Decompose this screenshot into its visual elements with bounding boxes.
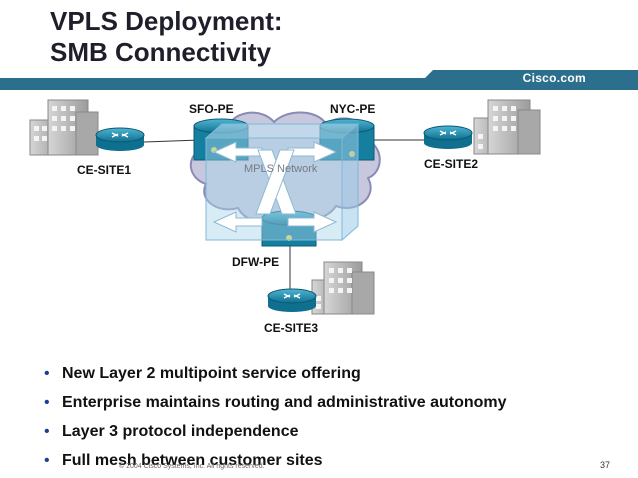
ce-site1-label: CE-SITE1 — [77, 163, 132, 177]
bullet-item: Layer 3 protocol independence — [44, 417, 507, 446]
copyright-footer: © 2004 Cisco Systems, Inc. All rights re… — [119, 463, 265, 470]
bullet-item: New Layer 2 multipoint service offering — [44, 359, 507, 388]
title-line-1: VPLS Deployment: — [50, 6, 283, 36]
vpls-switch-icon — [204, 122, 360, 242]
ce-site3-label: CE-SITE3 — [264, 321, 319, 335]
network-diagram — [29, 99, 541, 315]
building-icon-site3 — [311, 261, 375, 315]
bullet-list: New Layer 2 multipoint service offering … — [44, 359, 507, 475]
sfo-pe-label: SFO-PE — [189, 102, 234, 116]
building-icon-site2 — [473, 99, 541, 155]
dfw-pe-label: DFW-PE — [232, 255, 280, 269]
ce-site2-label: CE-SITE2 — [424, 157, 479, 171]
cisco-com-brand: Cisco.com — [522, 71, 586, 85]
router-icon-ce-site3 — [267, 288, 317, 312]
brand-bar — [0, 70, 638, 90]
title-line-2: SMB Connectivity — [50, 37, 272, 67]
router-icon-ce-site2 — [423, 125, 473, 149]
building-icon-site1 — [29, 99, 99, 156]
page-number: 37 — [599, 460, 610, 470]
bullet-item: Full mesh between customer sites — [44, 446, 507, 475]
router-icon-ce-site1 — [95, 127, 145, 151]
page-title: VPLS Deployment: SMB Connectivity — [50, 6, 283, 68]
mpls-network-label: MPLS Network — [244, 163, 318, 175]
bullet-item: Enterprise maintains routing and adminis… — [44, 388, 507, 417]
nyc-pe-label: NYC-PE — [330, 102, 376, 116]
